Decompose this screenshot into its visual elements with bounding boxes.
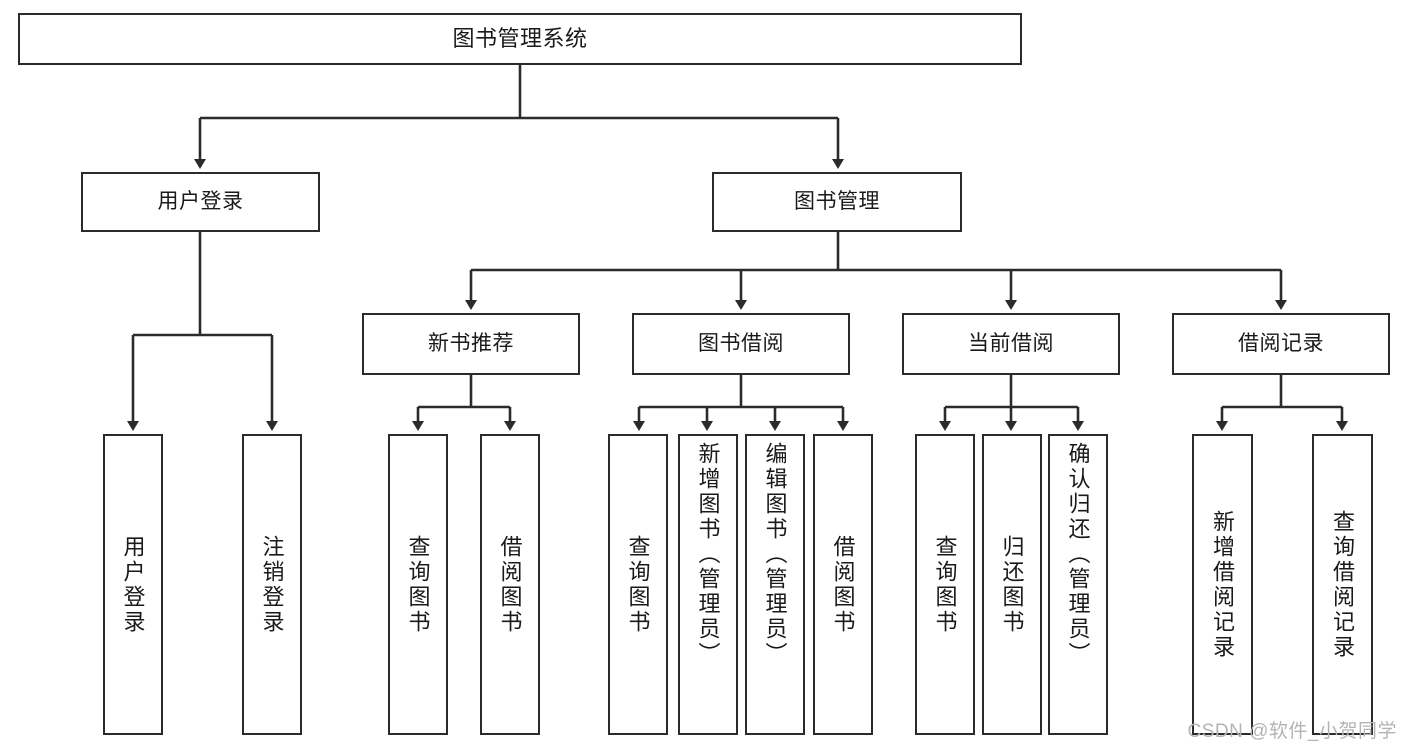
node-label: 新增图书（管理员） — [695, 442, 721, 667]
node-label: 借阅记录 — [1238, 331, 1324, 355]
node-label: 借阅图书 — [830, 534, 856, 635]
node-label: 查询图书 — [405, 534, 431, 635]
node-book-borrow[interactable]: 图书借阅 — [632, 313, 850, 375]
node-root-system[interactable]: 图书管理系统 — [18, 13, 1022, 65]
leaf-record-add-record[interactable]: 新增借阅记录 — [1192, 434, 1253, 735]
node-label: 当前借阅 — [968, 331, 1054, 355]
leaf-current-query-book[interactable]: 查询图书 — [915, 434, 975, 735]
leaf-newbook-query-book[interactable]: 查询图书 — [388, 434, 448, 735]
node-label: 借阅图书 — [497, 534, 523, 635]
node-label: 查询图书 — [932, 534, 958, 635]
node-label: 查询图书 — [625, 534, 651, 635]
leaf-record-query-record[interactable]: 查询借阅记录 — [1312, 434, 1373, 735]
node-label: 新增借阅记录 — [1210, 509, 1236, 660]
node-current-borrow[interactable]: 当前借阅 — [902, 313, 1120, 375]
leaf-borrow-edit-book-admin[interactable]: 编辑图书（管理员） — [745, 434, 805, 735]
csdn-watermark: CSDN @软件_小贺同学 — [1187, 721, 1397, 742]
node-label: 用户登录 — [157, 189, 244, 213]
node-label: 图书管理 — [794, 189, 880, 213]
leaf-current-confirm-return-admin[interactable]: 确认归还（管理员） — [1048, 434, 1108, 735]
leaf-logout[interactable]: 注销登录 — [242, 434, 302, 735]
node-label: 编辑图书（管理员） — [762, 442, 788, 667]
leaf-borrow-borrow-book[interactable]: 借阅图书 — [813, 434, 873, 735]
leaf-newbook-borrow-book[interactable]: 借阅图书 — [480, 434, 540, 735]
leaf-borrow-query-book[interactable]: 查询图书 — [608, 434, 668, 735]
node-label: 新书推荐 — [428, 331, 514, 355]
leaf-user-login[interactable]: 用户登录 — [103, 434, 163, 735]
node-book-management[interactable]: 图书管理 — [712, 172, 962, 232]
node-user-login[interactable]: 用户登录 — [81, 172, 320, 232]
node-label: 查询借阅记录 — [1330, 509, 1356, 660]
node-label: 图书借阅 — [698, 331, 784, 355]
node-borrow-record[interactable]: 借阅记录 — [1172, 313, 1390, 375]
node-label: 用户登录 — [120, 534, 146, 635]
leaf-borrow-add-book-admin[interactable]: 新增图书（管理员） — [678, 434, 738, 735]
node-label: 图书管理系统 — [452, 26, 588, 52]
node-label: 注销登录 — [259, 534, 285, 635]
node-label: 归还图书 — [999, 534, 1025, 635]
node-new-book-recommend[interactable]: 新书推荐 — [362, 313, 580, 375]
node-label: 确认归还（管理员） — [1065, 442, 1091, 667]
leaf-current-return-book[interactable]: 归还图书 — [982, 434, 1042, 735]
